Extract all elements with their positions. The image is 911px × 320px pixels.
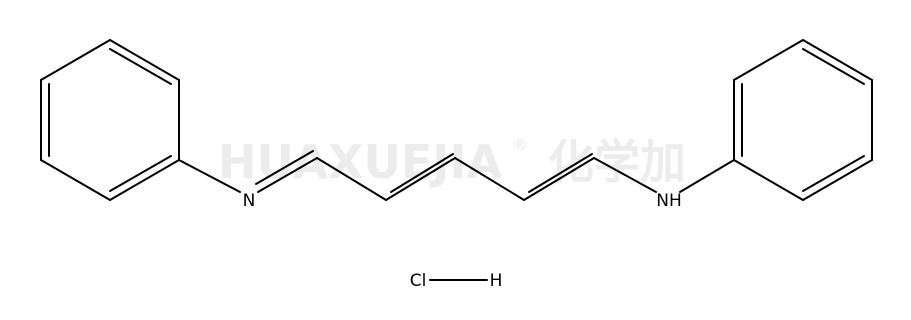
bond <box>390 153 454 193</box>
aromatic-inner-bond <box>109 48 172 85</box>
amine-nh-label: NH <box>656 191 682 211</box>
bond <box>255 150 314 185</box>
aromatic-inner-bond <box>802 155 865 192</box>
bond <box>733 39 804 81</box>
hydrogen-label: H <box>490 271 503 291</box>
imine-nitrogen-label: N <box>243 191 256 211</box>
watermark: HUAXUEJIA ® 化学加 <box>218 135 686 189</box>
chlorine-label: Cl <box>410 271 427 291</box>
aryl-n-bond <box>679 159 735 193</box>
aryl-n-bond <box>178 159 241 193</box>
bond <box>733 159 804 201</box>
watermark-chinese-text: 化学加 <box>548 135 686 189</box>
bond <box>316 157 387 201</box>
aromatic-inner-bond <box>802 48 865 85</box>
bond <box>385 157 456 201</box>
bond <box>523 157 595 201</box>
bond <box>40 39 111 81</box>
bond <box>802 159 873 201</box>
bond <box>454 157 525 201</box>
bond <box>802 39 873 81</box>
bond <box>257 157 318 193</box>
watermark-text: HUAXUEJIA <box>218 135 503 189</box>
bond <box>109 39 180 81</box>
polyene-chain <box>316 153 657 201</box>
watermark-registered-mark: ® <box>512 135 528 154</box>
bond <box>528 153 593 193</box>
bond <box>40 159 111 201</box>
bond <box>593 157 657 193</box>
right-phenyl-ring <box>733 39 873 201</box>
hydrochloride: Cl H <box>410 271 503 291</box>
imine-double-bond <box>255 150 318 193</box>
left-phenyl-ring <box>40 39 180 201</box>
bond <box>109 159 180 201</box>
aromatic-inner-bond <box>109 155 172 192</box>
